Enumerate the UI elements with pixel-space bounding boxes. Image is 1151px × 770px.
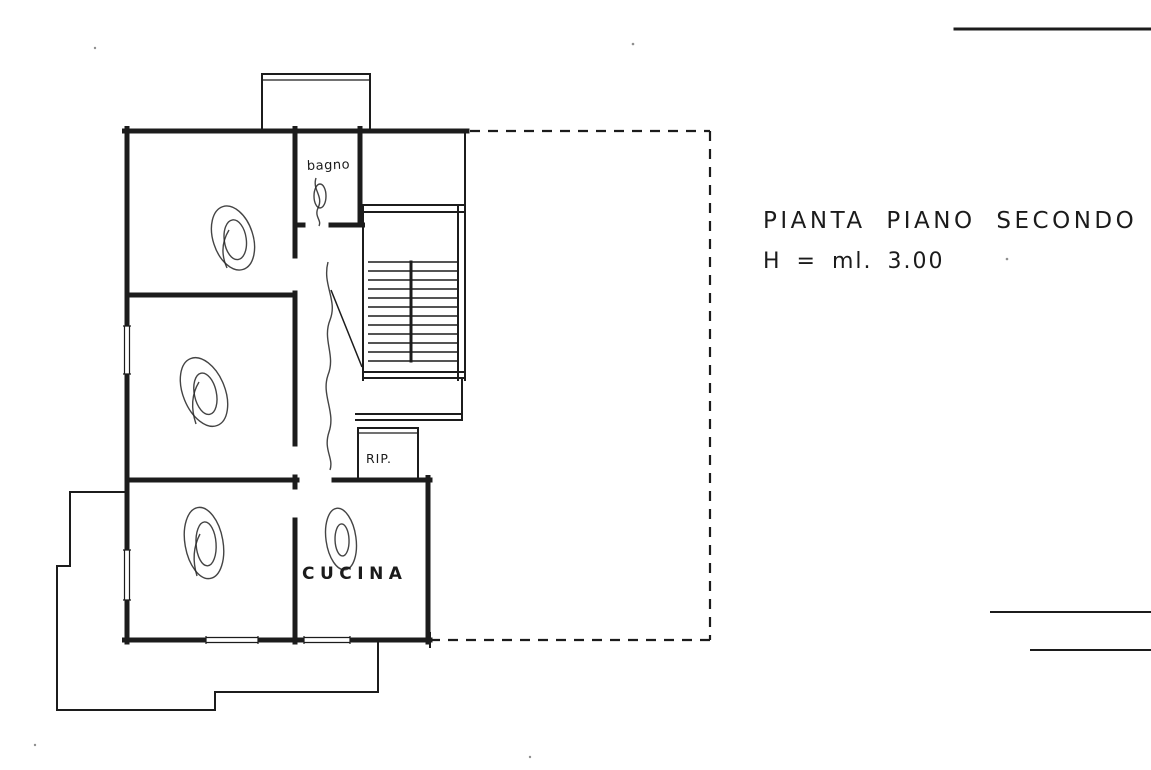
windows (123, 325, 351, 644)
top-balcony (261, 73, 371, 132)
stair-diagonal-line (330, 289, 363, 368)
bathroom-label: bagno (307, 158, 351, 174)
plan-height-note: H = ml. 3.00 (763, 249, 944, 274)
scribble-room-2 (179, 357, 229, 427)
closet-walls (357, 427, 419, 481)
staircase (330, 130, 466, 421)
paper-speck (33, 743, 37, 747)
storage-label: RIP. (366, 451, 392, 466)
scribble-room-1 (210, 205, 256, 271)
kitchen-label: CUCINA (302, 564, 407, 584)
scribble-corridor (325, 261, 333, 471)
window-bottom-1 (205, 636, 259, 644)
storage-closet (357, 427, 419, 481)
paper-speck (93, 46, 97, 50)
scan-artifact-lines (33, 27, 1151, 759)
stair-treads (368, 261, 458, 362)
paper-speck (631, 42, 635, 46)
labels: PIANTA PIANO SECONDO H = ml. 3.00 bagno … (302, 158, 1137, 584)
window-bottom-2 (303, 636, 351, 644)
landing-wall (355, 413, 463, 421)
paper-speck (528, 755, 532, 759)
stepped-perimeter (56, 491, 379, 711)
balcony-outline (261, 73, 371, 132)
window-left-2 (123, 549, 131, 601)
external-steps-outline (56, 491, 379, 711)
stair-landing-top (362, 204, 466, 213)
stair-landing-bottom (362, 371, 466, 379)
plan-title: PIANTA PIANO SECONDO (763, 208, 1137, 234)
room-scribbles (179, 177, 358, 580)
interior-walls (124, 126, 433, 645)
stair-wall-right (457, 130, 466, 381)
paper-speck (1005, 257, 1009, 261)
window-left-1 (123, 325, 131, 375)
scribble-kitchen (324, 507, 358, 571)
scribble-bathroom-smudge (313, 183, 327, 209)
scribble-room-3 (183, 506, 225, 580)
dashed-boundary (432, 129, 712, 642)
